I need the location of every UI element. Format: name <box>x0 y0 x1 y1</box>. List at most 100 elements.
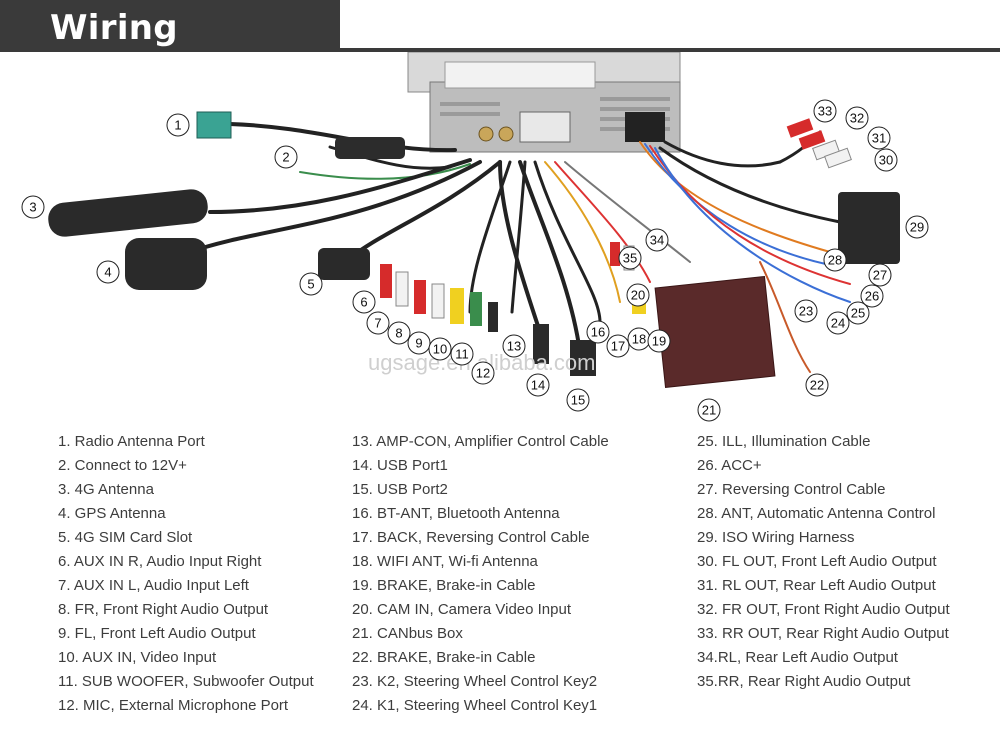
legend-item: 26. ACC+ <box>697 457 762 474</box>
legend-item: 25. ILL, Illumination Cable <box>697 433 871 450</box>
legend-item: 7. AUX IN L, Audio Input Left <box>58 577 249 594</box>
callout-3: 3 <box>21 195 45 219</box>
callout-number: 2 <box>282 150 289 165</box>
cable-bundle <box>188 122 851 373</box>
title-rule <box>340 48 1000 52</box>
callout-number: 25 <box>851 306 865 321</box>
callout-26: 26 <box>860 284 884 308</box>
callout-number: 27 <box>873 268 887 283</box>
title-banner: Wiring Diagram <box>0 0 340 88</box>
legend-item: 17. BACK, Reversing Control Cable <box>352 529 590 546</box>
legend-item: 30. FL OUT, Front Left Audio Output <box>697 553 937 570</box>
legend-item: 3. 4G Antenna <box>58 481 154 498</box>
callout-28: 28 <box>823 248 847 272</box>
callout-32: 32 <box>845 106 869 130</box>
callout-number: 6 <box>360 295 367 310</box>
callout-number: 28 <box>828 253 842 268</box>
legend-item: 18. WIFI ANT, Wi-fi Antenna <box>352 553 538 570</box>
callout-12: 12 <box>471 361 495 385</box>
legend-item: 27. Reversing Control Cable <box>697 481 886 498</box>
legend-item: 34.RL, Rear Left Audio Output <box>697 649 898 666</box>
callout-11: 11 <box>450 342 474 366</box>
callout-number: 14 <box>531 378 545 393</box>
callout-30: 30 <box>874 148 898 172</box>
legend-item: 5. 4G SIM Card Slot <box>58 529 193 546</box>
callout-25: 25 <box>846 301 870 325</box>
callout-33: 33 <box>813 99 837 123</box>
callout-number: 15 <box>571 393 585 408</box>
legend-item: 29. ISO Wiring Harness <box>697 529 855 546</box>
callout-31: 31 <box>867 126 891 150</box>
4g-sim-card-slot <box>318 248 370 280</box>
iso-wiring-harness <box>838 192 900 264</box>
legend-item: 11. SUB WOOFER, Subwoofer Output <box>58 673 314 690</box>
legend-item: 13. AMP-CON, Amplifier Control Cable <box>352 433 609 450</box>
callout-14: 14 <box>526 373 550 397</box>
callout-34: 34 <box>645 228 669 252</box>
callout-35: 35 <box>618 246 642 270</box>
callout-number: 9 <box>415 336 422 351</box>
callout-number: 5 <box>307 277 314 292</box>
usb-ports <box>533 324 596 376</box>
callout-number: 20 <box>631 288 645 303</box>
callout-number: 19 <box>652 334 666 349</box>
rca-output-connectors <box>786 118 852 169</box>
legend-item: 6. AUX IN R, Audio Input Right <box>58 553 262 570</box>
canbus-box <box>654 275 776 389</box>
4g-antenna <box>48 189 208 237</box>
callout-29: 29 <box>905 215 929 239</box>
callout-18: 18 <box>627 327 651 351</box>
legend-item: 24. K1, Steering Wheel Control Key1 <box>352 697 598 714</box>
wiring-diagram: ugsage.en.alibaba.com 123456789101112131… <box>21 52 929 422</box>
callout-15: 15 <box>566 388 590 412</box>
callout-8: 8 <box>387 321 411 345</box>
callout-number: 4 <box>104 265 111 280</box>
page-title: Wiring Diagram <box>50 8 215 88</box>
legend-column-3: 25. ILL, Illumination Cable 26. ACC+ 27. R… <box>697 430 950 694</box>
callout-21: 21 <box>697 398 721 422</box>
legend-item: 19. BRAKE, Brake-in Cable <box>352 577 536 594</box>
callout-2: 2 <box>274 145 298 169</box>
legend-item: 16. BT-ANT, Bluetooth Antenna <box>352 505 560 522</box>
legend-item: 22. BRAKE, Brake-in Cable <box>352 649 536 666</box>
legend-item: 2. Connect to 12V+ <box>58 457 187 474</box>
head-unit <box>407 52 681 153</box>
callout-number: 30 <box>879 153 893 168</box>
callout-number: 34 <box>650 233 664 248</box>
callout-number: 17 <box>611 339 625 354</box>
callout-number: 24 <box>831 316 845 331</box>
callout-13: 13 <box>502 334 526 358</box>
legend-item: 23. K2, Steering Wheel Control Key2 <box>352 673 598 690</box>
callout-6: 6 <box>352 290 376 314</box>
callout-number: 10 <box>433 342 447 357</box>
callout-number: 16 <box>591 325 605 340</box>
legend-item: 10. AUX IN, Video Input <box>58 649 217 666</box>
legend-item: 8. FR, Front Right Audio Output <box>58 601 269 618</box>
legend-item: 35.RR, Rear Right Audio Output <box>697 673 911 690</box>
callout-number: 22 <box>810 378 824 393</box>
callout-5: 5 <box>299 272 323 296</box>
legend-item: 32. FR OUT, Front Right Audio Output <box>697 601 950 618</box>
legend-item: 33. RR OUT, Rear Right Audio Output <box>697 625 949 642</box>
callout-27: 27 <box>868 263 892 287</box>
radio-antenna-connector <box>196 111 232 139</box>
callout-number: 29 <box>910 220 924 235</box>
legend-item: 4. GPS Antenna <box>58 505 166 522</box>
callout-number: 13 <box>507 339 521 354</box>
callout-number: 8 <box>395 326 402 341</box>
legend-item: 9. FL, Front Left Audio Output <box>58 625 256 642</box>
callout-number: 35 <box>623 251 637 266</box>
callout-19: 19 <box>647 329 671 353</box>
callout-number: 33 <box>818 104 832 119</box>
callout-4: 4 <box>96 260 120 284</box>
callout-7: 7 <box>366 311 390 335</box>
callout-number: 11 <box>455 347 469 362</box>
12v-inline-fuse <box>335 137 405 159</box>
legend-item: 21. CANbus Box <box>352 625 463 642</box>
callout-16: 16 <box>586 320 610 344</box>
callout-number: 1 <box>174 118 181 133</box>
legend-item: 20. CAM IN, Camera Video Input <box>352 601 571 618</box>
